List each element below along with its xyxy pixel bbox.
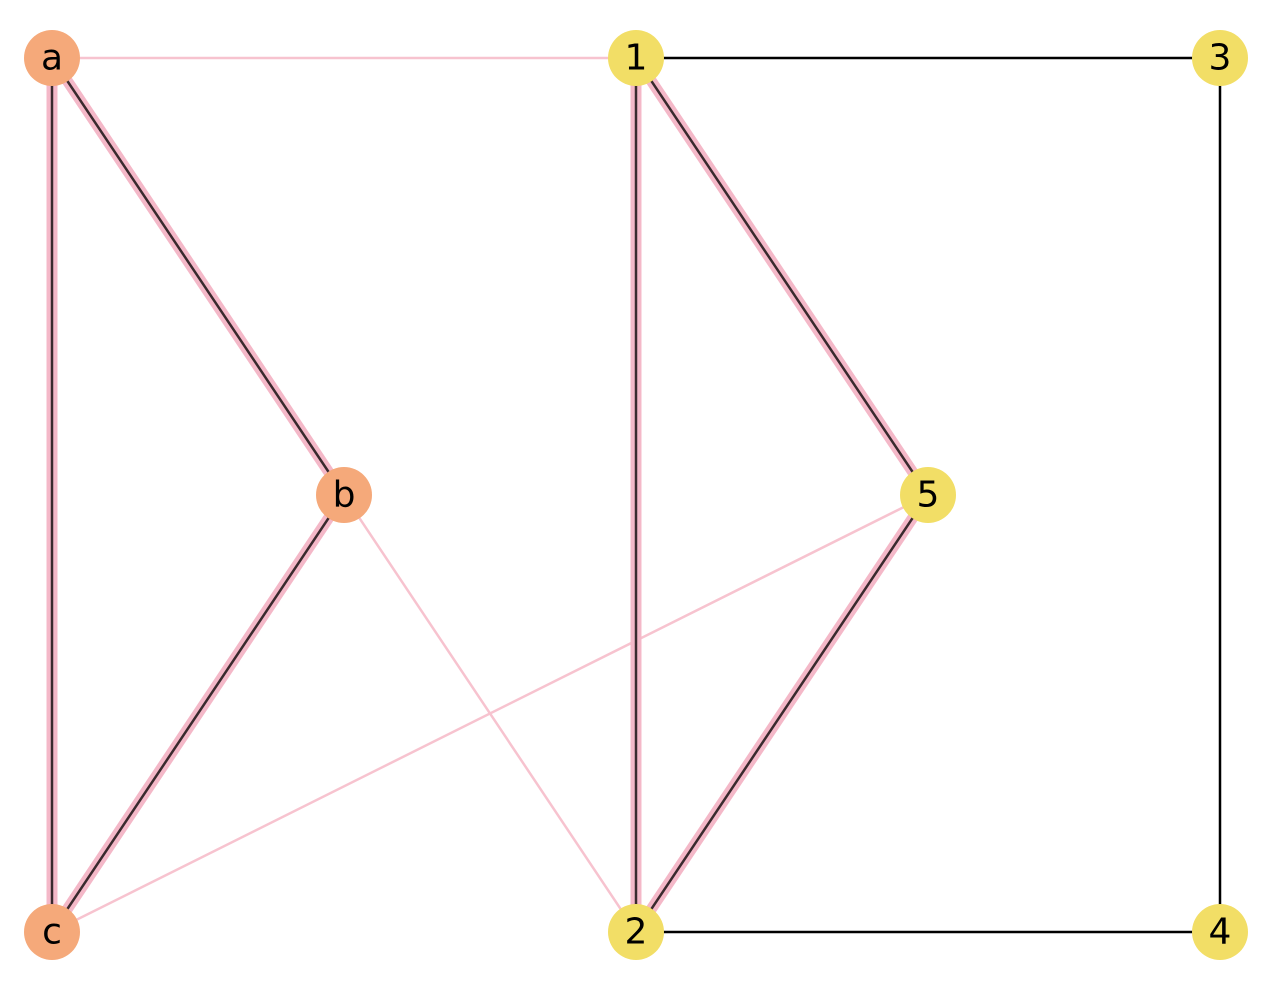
edges-layer [46, 52, 1222, 938]
node-3-circle [1192, 30, 1248, 86]
edge-2-5-line [634, 493, 930, 934]
node-4-circle [1192, 904, 1248, 960]
node-1: 1 [608, 30, 664, 86]
node-5-label: 5 [917, 475, 940, 516]
edge-1-5-line [634, 56, 930, 497]
node-a-circle [24, 30, 80, 86]
edge-c-5-mapping-line [50, 493, 930, 934]
node-5: 5 [900, 467, 956, 523]
node-b-label: b [333, 475, 356, 516]
edge-a-b-line [50, 56, 346, 497]
node-2-label: 2 [625, 912, 648, 953]
node-5-circle [900, 467, 956, 523]
node-b-circle [316, 467, 372, 523]
nodes-layer: a b c 1 2 3 4 5 [24, 30, 1248, 960]
node-a-label: a [41, 38, 63, 79]
node-1-label: 1 [625, 38, 648, 79]
node-3-label: 3 [1209, 38, 1232, 79]
node-3: 3 [1192, 30, 1248, 86]
node-4: 4 [1192, 904, 1248, 960]
node-b: b [316, 467, 372, 523]
node-2-circle [608, 904, 664, 960]
node-c-circle [24, 904, 80, 960]
edge-b-c-line [50, 493, 346, 934]
node-4-label: 4 [1209, 912, 1232, 953]
node-1-circle [608, 30, 664, 86]
node-2: 2 [608, 904, 664, 960]
node-c-label: c [42, 912, 62, 953]
node-c: c [24, 904, 80, 960]
node-a: a [24, 30, 80, 86]
